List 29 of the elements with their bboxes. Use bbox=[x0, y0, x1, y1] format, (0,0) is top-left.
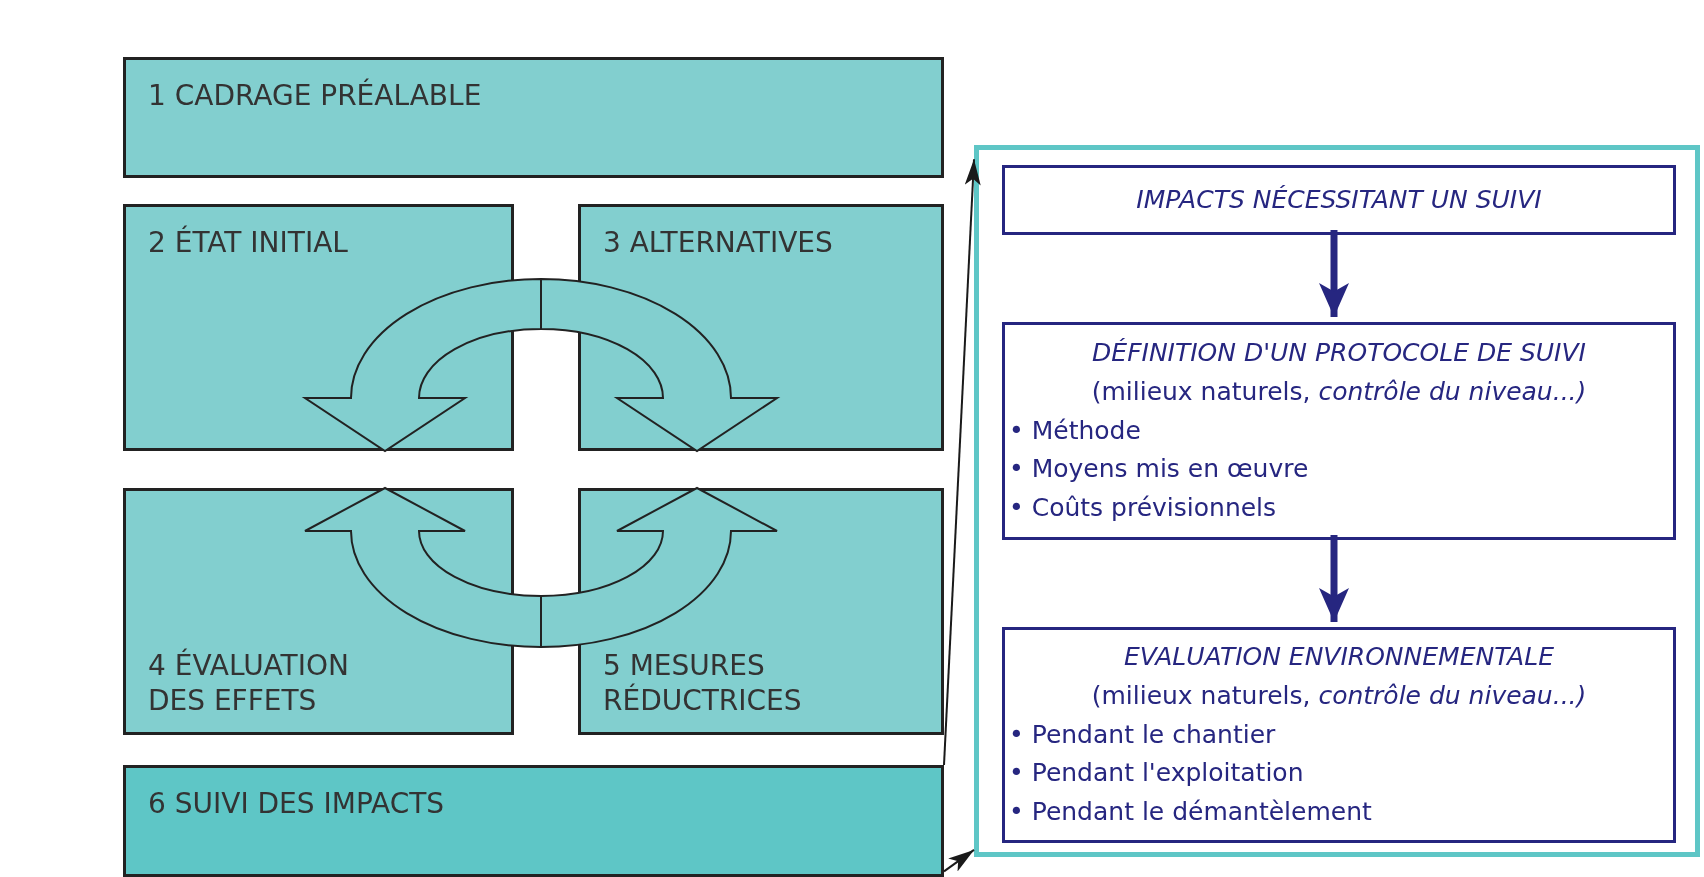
curved-block-arrow bbox=[540, 487, 778, 648]
process-box bbox=[1002, 627, 1676, 843]
box-heading: DÉFINITION D'UN PROTOCOLE DE SUIVI bbox=[1091, 337, 1587, 370]
arrow bbox=[943, 158, 981, 766]
step-label: 3 ALTERNATIVES bbox=[603, 225, 834, 260]
bullet-item: • Coûts prévisionnels bbox=[1009, 492, 1278, 525]
bullet-item: • Pendant le démantèlement bbox=[1009, 796, 1373, 829]
step-label: 1 CADRAGE PRÉALABLE bbox=[148, 78, 483, 113]
arrow bbox=[943, 848, 975, 873]
box-heading: EVALUATION ENVIRONNEMENTALE bbox=[1123, 641, 1555, 674]
step-label: 4 ÉVALUATION DES EFFETS bbox=[148, 648, 350, 718]
process-box bbox=[1002, 322, 1676, 540]
step-label: 5 MESURES RÉDUCTRICES bbox=[603, 648, 803, 718]
detail-panel bbox=[974, 145, 1700, 857]
step-label: 2 ÉTAT INITIAL bbox=[148, 225, 349, 260]
bullet-item: • Méthode bbox=[1009, 414, 1142, 447]
curved-block-arrow bbox=[304, 487, 542, 648]
process-box bbox=[1002, 165, 1676, 235]
step-box bbox=[123, 57, 944, 178]
box-heading: IMPACTS NÉCESSITANT UN SUIVI bbox=[1135, 183, 1543, 216]
curved-block-arrow bbox=[540, 278, 778, 452]
bullet-item: • Pendant le chantier bbox=[1009, 718, 1277, 751]
curved-block-arrow bbox=[304, 278, 542, 452]
step-box bbox=[123, 765, 944, 877]
bullet-item: • Moyens mis en œuvre bbox=[1009, 453, 1310, 486]
box-note: (milieux naturels, contrôle du niveau...) bbox=[1090, 375, 1588, 408]
step-label: 6 SUIVI DES IMPACTS bbox=[148, 786, 446, 821]
bullet-item: • Pendant l'exploitation bbox=[1009, 757, 1305, 790]
box-note: (milieux naturels, contrôle du niveau...) bbox=[1090, 679, 1588, 712]
